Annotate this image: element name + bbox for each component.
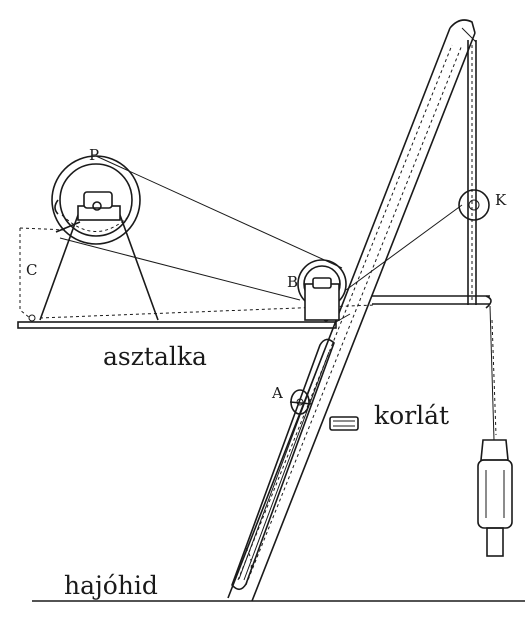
pulley-p-inner bbox=[59, 163, 133, 237]
guide-slot bbox=[231, 338, 335, 591]
table-top bbox=[17, 321, 337, 329]
crank-c: C bbox=[19, 199, 81, 319]
crank-c-dash-left bbox=[19, 228, 31, 319]
cable-upper bbox=[95, 155, 343, 269]
guide-slot-lower-dash bbox=[245, 547, 252, 576]
guide-slot-outer bbox=[231, 338, 335, 591]
gantry: K bbox=[372, 27, 507, 309]
label-deck: hajóhid bbox=[64, 571, 158, 600]
pulley-p: P bbox=[39, 146, 159, 321]
label-p: P bbox=[89, 146, 99, 164]
hanging-weight bbox=[477, 305, 513, 557]
crank-c-handle bbox=[55, 221, 81, 233]
table-dashed-line bbox=[39, 304, 376, 319]
mast-top-cap bbox=[449, 19, 476, 34]
pulley-b-hub bbox=[312, 277, 332, 289]
label-b: B bbox=[287, 273, 298, 291]
pulley-p-axle bbox=[92, 201, 102, 211]
rope-line bbox=[489, 305, 495, 441]
weight-body bbox=[477, 459, 513, 529]
guide-slot-inner bbox=[238, 350, 330, 581]
label-k: K bbox=[495, 191, 507, 209]
cable-to-k bbox=[345, 204, 463, 291]
weight-top bbox=[480, 439, 509, 461]
label-c: C bbox=[26, 261, 37, 279]
mast-right-edge bbox=[251, 32, 476, 602]
slider-a-pin bbox=[296, 398, 304, 406]
rope-dash bbox=[491, 319, 497, 436]
mast-inner-dash-2 bbox=[245, 44, 463, 586]
cable bbox=[59, 155, 463, 301]
weight-stem bbox=[486, 527, 504, 557]
pulley-k-hub bbox=[468, 199, 480, 211]
table-pin-left bbox=[28, 314, 36, 322]
crank-c-arc bbox=[54, 199, 59, 215]
crank-c-dash-top bbox=[19, 227, 67, 231]
slider-a-axle bbox=[289, 401, 313, 405]
gantry-arm-end bbox=[485, 295, 492, 309]
label-table: asztalka bbox=[103, 342, 207, 371]
cable-lower bbox=[59, 237, 301, 301]
pulley-p-hub bbox=[83, 191, 113, 209]
label-a: A bbox=[271, 384, 283, 402]
gantry-brace bbox=[461, 27, 477, 43]
slider-a: A bbox=[271, 384, 313, 415]
railing: korlát bbox=[329, 401, 449, 431]
inclined-mast bbox=[227, 19, 476, 602]
pulley-p-dash bbox=[61, 214, 131, 232]
mast-inner-dash-1 bbox=[237, 44, 453, 581]
label-railing: korlát bbox=[374, 401, 449, 430]
pulley-b: B bbox=[287, 259, 347, 321]
table: asztalka bbox=[17, 304, 376, 371]
pulley-b-stand bbox=[304, 283, 340, 321]
pulley-k bbox=[458, 189, 490, 221]
railing-block bbox=[329, 416, 359, 431]
